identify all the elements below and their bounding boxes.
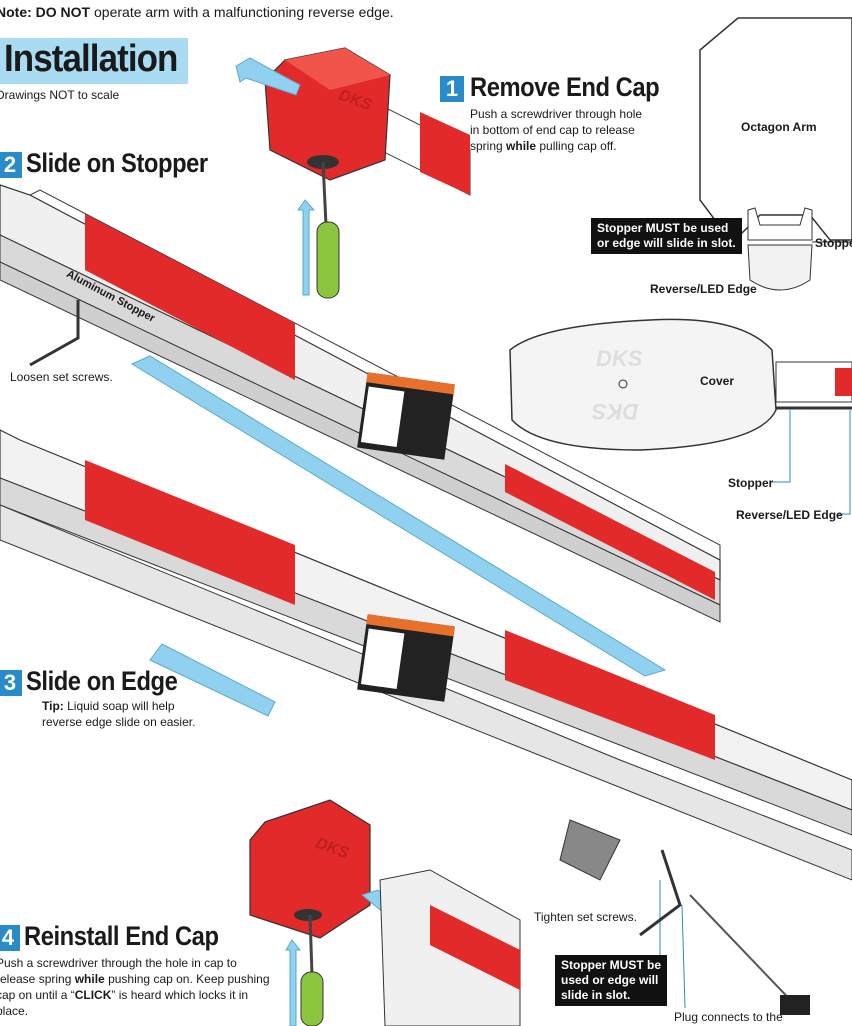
slide-stopper-arrow: [130, 355, 667, 677]
end-cap-bottom: [249, 799, 521, 1026]
cover-label: Cover: [700, 374, 735, 388]
step-1-title: Remove End Cap: [470, 72, 660, 102]
title-highlight: [0, 38, 188, 84]
step-2-title: Slide on Stopper: [26, 148, 208, 178]
end-cap-top: [264, 47, 471, 196]
step-4-number: 4: [0, 925, 20, 951]
screwdriver-top: [316, 161, 340, 299]
octagon-arm: [699, 17, 852, 291]
allen-key-top: [29, 300, 80, 367]
step-4-text: Push a screwdriver through the hole in c…: [0, 956, 270, 1018]
lower-arm: [0, 429, 852, 881]
step-3-tip: Tip: Liquid soap will help reverse edge …: [42, 699, 196, 729]
step-1-number: 1: [440, 76, 464, 102]
step-1-text: Push a screwdriver through hole in botto…: [470, 107, 643, 153]
step-2-number: 2: [0, 152, 22, 178]
step-3-title: Slide on Edge: [26, 666, 178, 696]
scale-note: Drawings NOT to scale: [0, 88, 120, 102]
loosen-screws-label: Loosen set screws.: [10, 370, 113, 384]
step-4-title: Reinstall End Cap: [24, 921, 219, 951]
pull-cap-arrow: [235, 57, 301, 96]
stopper-label-right: Stopper: [815, 236, 852, 250]
cover: [509, 318, 852, 515]
brand-logo-cover-bottom: DKS: [592, 399, 639, 424]
safety-note: Note: DO NOT operate arm with a malfunct…: [0, 4, 394, 20]
step-3-number: 3: [0, 670, 22, 696]
reverse-led-label-top: Reverse/LED Edge: [650, 282, 757, 296]
plug-label: Plug connects to the: [674, 1010, 783, 1024]
upper-arm: [0, 184, 721, 623]
page-title: Installation: [4, 38, 178, 80]
stopper-label-bottom: Stopper: [728, 476, 774, 490]
slide-edge-arrow: [149, 643, 276, 717]
brand-logo-cover-top: DKS: [596, 346, 643, 371]
octagon-arm-label: Octagon Arm: [741, 120, 817, 134]
push-screwdriver-arrow: [297, 199, 316, 296]
tighten-screws-label: Tighten set screws.: [534, 910, 637, 924]
reverse-led-label-bottom: Reverse/LED Edge: [736, 508, 843, 522]
